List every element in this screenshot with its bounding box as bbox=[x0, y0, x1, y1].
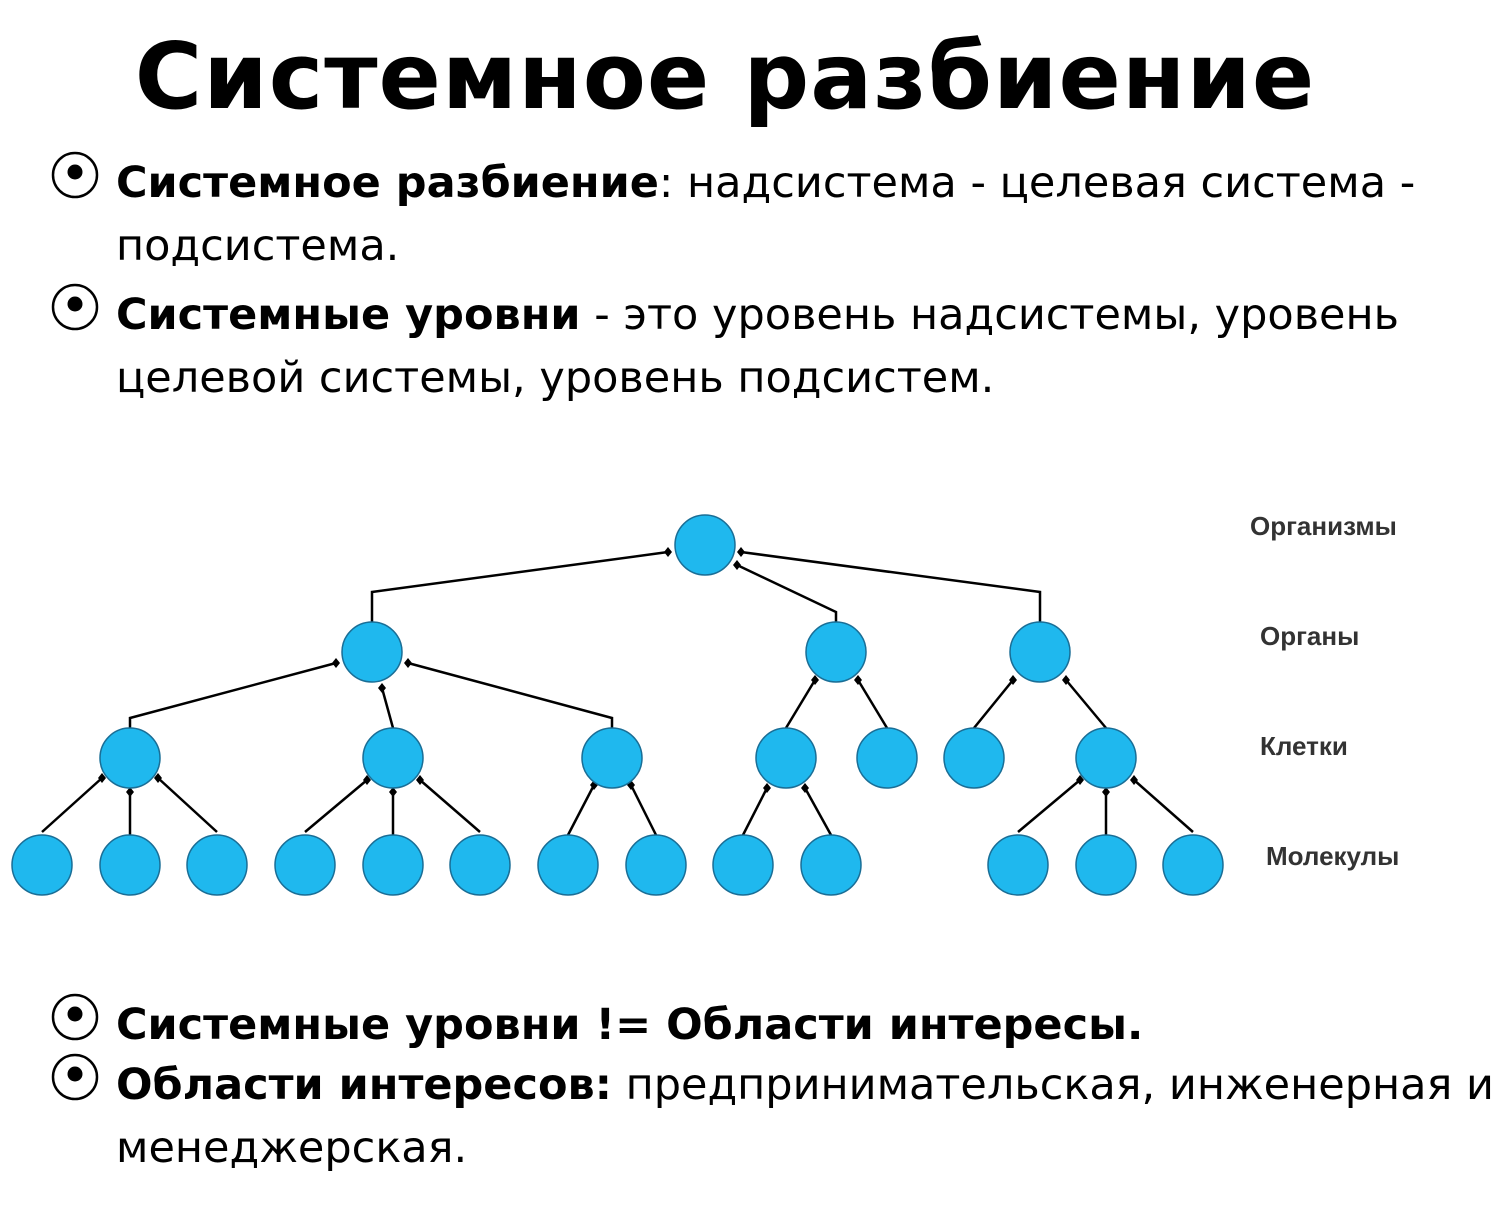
bullet-description: : надсистема - целевая система - подсист… bbox=[116, 158, 1416, 271]
edge-diamond-marker bbox=[363, 775, 371, 785]
diagram-edge bbox=[566, 784, 596, 836]
level-label: Клетки bbox=[1260, 731, 1348, 761]
edge-diamond-marker bbox=[332, 658, 340, 668]
edge-diamond-marker bbox=[733, 560, 741, 570]
bullet-term: Системное разбиение bbox=[116, 158, 659, 208]
edge-diamond-marker bbox=[1102, 787, 1110, 797]
bullet-term: Области интересов: bbox=[116, 1060, 612, 1110]
edge-diamond-marker bbox=[664, 547, 672, 557]
diagram-edge bbox=[1017, 779, 1081, 833]
edge-diamond-marker bbox=[378, 683, 386, 693]
diagram-edge bbox=[784, 679, 817, 729]
diagram-edge bbox=[128, 661, 337, 728]
diagram-node bbox=[537, 834, 599, 896]
edge-diamond-marker bbox=[404, 658, 412, 668]
level-label: Органы bbox=[1260, 621, 1359, 651]
diagram-node bbox=[625, 834, 687, 896]
bullet-term: Системные уровни bbox=[116, 290, 581, 340]
diagram-edges bbox=[41, 547, 1194, 836]
diagram-edge bbox=[741, 787, 769, 836]
diagram-edge bbox=[856, 679, 889, 729]
diagram-node bbox=[674, 514, 736, 576]
diagram-edge bbox=[973, 679, 1014, 729]
diagram-node bbox=[856, 727, 918, 789]
diagram-node bbox=[362, 834, 424, 896]
edge-diamond-marker bbox=[1062, 675, 1070, 685]
diagram-edge bbox=[41, 777, 103, 833]
diagram-node bbox=[987, 834, 1049, 896]
radio-bullet-icon bbox=[51, 151, 99, 199]
bullet-text: Системные уровни != Области интересы. bbox=[116, 994, 1496, 1057]
diagram-node bbox=[712, 834, 774, 896]
bullet-text: Системное разбиение: надсистема - целева… bbox=[116, 152, 1496, 278]
diagram-node bbox=[1075, 727, 1137, 789]
diagram-edge bbox=[304, 779, 368, 833]
level-label: Молекулы bbox=[1266, 841, 1399, 871]
diagram-node bbox=[186, 834, 248, 896]
diagram-edge bbox=[370, 550, 669, 622]
diagram-node bbox=[755, 727, 817, 789]
diagram-edge bbox=[1133, 779, 1194, 833]
diagram-node bbox=[1009, 621, 1071, 683]
bullet-term: Системные уровни != Области интересы. bbox=[116, 1000, 1144, 1050]
diagram-node bbox=[274, 834, 336, 896]
diagram-node bbox=[581, 727, 643, 789]
bullet-text: Системные уровни - это уровень надсистем… bbox=[116, 284, 1496, 410]
diagram-edge bbox=[740, 550, 1042, 622]
edge-diamond-marker bbox=[126, 787, 134, 797]
diagram-node bbox=[11, 834, 73, 896]
edge-diamond-marker bbox=[1009, 675, 1017, 685]
diagram-node bbox=[449, 834, 511, 896]
edge-diamond-marker bbox=[416, 775, 424, 785]
bullet-text: Области интересов: предпринимательская, … bbox=[116, 1054, 1496, 1180]
diagram-edge bbox=[803, 787, 833, 836]
diagram-edge bbox=[419, 779, 481, 833]
diagram-edge bbox=[629, 784, 658, 836]
edge-diamond-marker bbox=[854, 675, 862, 685]
edge-diamond-marker bbox=[763, 783, 771, 793]
diagram-node bbox=[1075, 834, 1137, 896]
diagram-node bbox=[800, 834, 862, 896]
diagram-edge bbox=[157, 777, 218, 833]
radio-bullet-icon bbox=[51, 993, 99, 1041]
diagram-node bbox=[1162, 834, 1224, 896]
diagram-node bbox=[362, 727, 424, 789]
edge-diamond-marker bbox=[1076, 775, 1084, 785]
bullet-description: - это уровень надсистемы, уровень целево… bbox=[116, 290, 1399, 403]
diagram-node bbox=[341, 621, 403, 683]
edge-diamond-marker bbox=[811, 675, 819, 685]
edge-diamond-marker bbox=[389, 787, 397, 797]
diagram-node bbox=[805, 621, 867, 683]
page-title: Системное разбиение bbox=[134, 23, 1316, 130]
bullet-description: предпринимательская, инженерная и менедж… bbox=[116, 1060, 1494, 1173]
diagram-edge bbox=[407, 661, 614, 728]
level-label: Организмы bbox=[1250, 511, 1397, 541]
diagram-nodes bbox=[11, 514, 1224, 896]
diagram-node bbox=[943, 727, 1005, 789]
radio-bullet-icon bbox=[51, 283, 99, 331]
diagram-edge bbox=[380, 687, 395, 729]
edge-diamond-marker bbox=[801, 783, 809, 793]
radio-bullet-icon bbox=[51, 1053, 99, 1101]
edge-diamond-marker bbox=[154, 773, 162, 783]
edge-diamond-marker bbox=[98, 773, 106, 783]
diagram-node bbox=[99, 727, 161, 789]
diagram-edge bbox=[736, 563, 838, 622]
edge-diamond-marker bbox=[737, 547, 745, 557]
diagram-node bbox=[99, 834, 161, 896]
edge-diamond-marker bbox=[1130, 775, 1138, 785]
diagram-edge bbox=[1065, 679, 1107, 729]
